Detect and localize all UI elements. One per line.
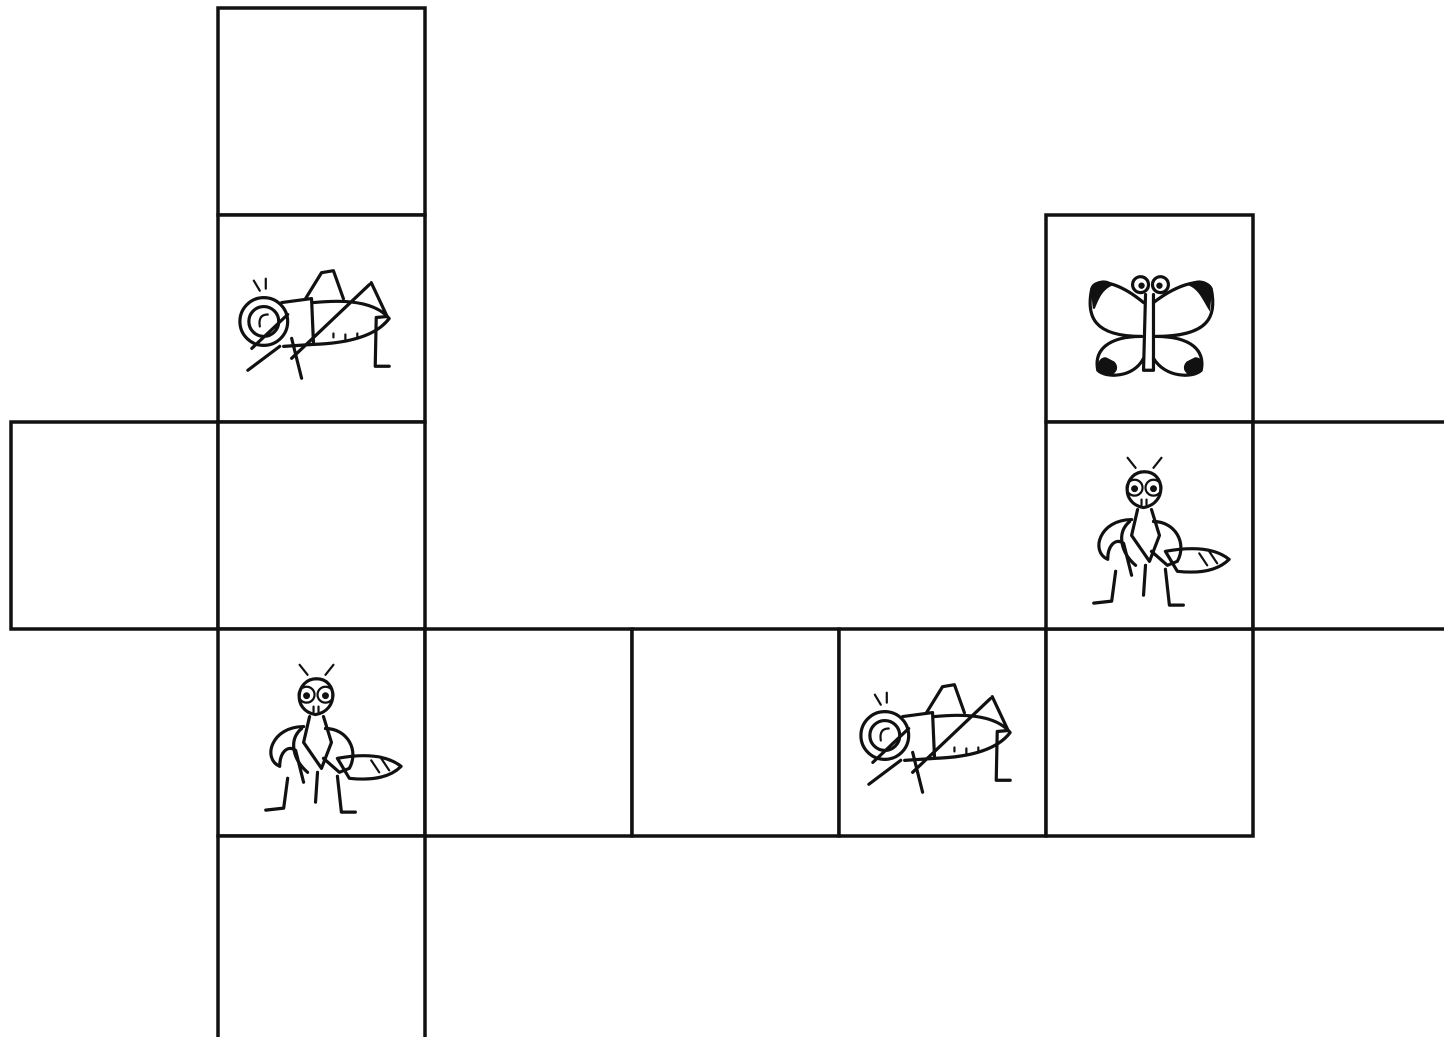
board-cell-c5[interactable] [218, 629, 425, 836]
board-cell-c1[interactable] [218, 8, 425, 215]
board-cell-c6[interactable] [425, 629, 632, 836]
board-cell-c3[interactable] [11, 422, 218, 629]
board-cell-c12[interactable] [1253, 422, 1444, 629]
board-cell-c11[interactable] [1046, 422, 1253, 629]
board-cell-c4[interactable] [218, 422, 425, 629]
board-cell-c13[interactable] [218, 836, 425, 1037]
board-cell-c7[interactable] [632, 629, 839, 836]
board-cell-c10[interactable] [1046, 215, 1253, 422]
board-cell-c9[interactable] [1046, 629, 1253, 836]
